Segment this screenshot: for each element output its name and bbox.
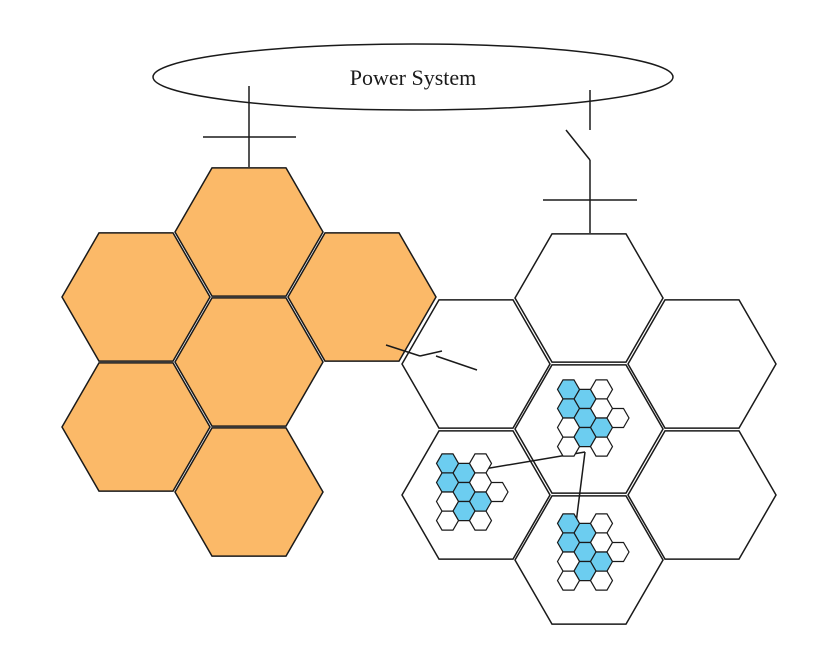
white-hex-cell <box>514 233 664 363</box>
mini-hex-white <box>468 453 493 474</box>
mini-hex-white <box>468 510 493 531</box>
mini-cluster-left <box>435 453 509 531</box>
mini-hex-white <box>589 570 614 591</box>
power-system-label: Power System <box>350 65 477 90</box>
mini-hex-blue <box>435 453 460 474</box>
white-hex-cell <box>401 299 551 429</box>
mini-hex-white <box>589 436 614 457</box>
mini-hex-white <box>606 541 630 563</box>
mini-hex-blue <box>556 513 581 534</box>
mini-hex-white <box>435 510 460 531</box>
circuit-breaker-icon <box>203 86 296 167</box>
mini-hex-white <box>589 379 614 400</box>
mini-hex-blue <box>556 379 581 400</box>
mini-hex-white <box>556 436 581 457</box>
white-hex-cell <box>627 299 777 429</box>
mini-cluster-top <box>556 379 630 457</box>
mini-hex-white <box>556 570 581 591</box>
open-tie-switch-icon <box>385 344 478 371</box>
white-hex-cell <box>627 430 777 560</box>
orange-hex-cell <box>174 427 324 557</box>
mini-hex-white <box>589 513 614 534</box>
orange-hex-cell <box>287 232 437 362</box>
power-system-ellipse <box>152 43 674 111</box>
open-switch-icon <box>543 90 637 233</box>
mini-hex-white <box>485 481 509 503</box>
orange-hex-cell <box>61 362 211 492</box>
mini-hex-white <box>606 407 630 429</box>
orange-hex-cell <box>61 232 211 362</box>
mini-cluster-bottom <box>556 513 630 591</box>
power-system: Power System <box>152 43 674 111</box>
orange-hex-cell <box>174 297 324 427</box>
orange-microgrid-cluster <box>61 167 437 557</box>
orange-hex-cell <box>174 167 324 297</box>
